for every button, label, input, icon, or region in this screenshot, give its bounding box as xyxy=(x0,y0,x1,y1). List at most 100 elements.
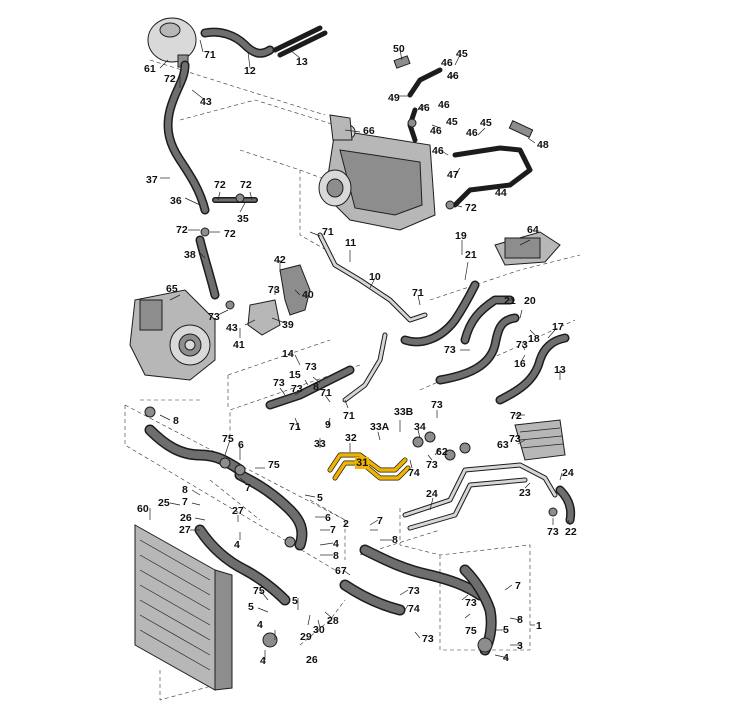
part-label-6: 6 xyxy=(238,439,244,451)
part-label-46: 46 xyxy=(447,70,459,82)
part-label-4: 4 xyxy=(503,652,509,664)
part-label-73: 73 xyxy=(422,633,434,645)
auxiliary-pump xyxy=(494,231,561,266)
part-label-61: 61 xyxy=(144,63,156,75)
part-label-75: 75 xyxy=(465,625,477,637)
part-label-41: 41 xyxy=(233,339,245,351)
leader-lines xyxy=(149,39,571,660)
part-label-7: 7 xyxy=(245,482,251,494)
part-label-33: 33 xyxy=(314,438,326,450)
part-label-73: 73 xyxy=(444,344,456,356)
part-label-42: 42 xyxy=(274,254,286,266)
part-label-4: 4 xyxy=(257,619,263,631)
part-label-38: 38 xyxy=(184,249,196,261)
part-label-75: 75 xyxy=(268,459,280,471)
part-label-4: 4 xyxy=(260,655,266,667)
part-label-74: 74 xyxy=(408,603,420,615)
radiator xyxy=(134,524,233,691)
part-label-64: 64 xyxy=(527,224,539,236)
part-label-72: 72 xyxy=(214,179,226,191)
part-label-74: 74 xyxy=(408,467,420,479)
part-label-15: 15 xyxy=(289,369,301,381)
highlight-marker xyxy=(355,457,370,469)
part-label-75: 75 xyxy=(253,585,265,597)
part-label-40: 40 xyxy=(302,289,314,301)
expansion-tank xyxy=(147,17,197,68)
part-label-33b: 33B xyxy=(394,406,414,418)
part-label-22: 22 xyxy=(565,526,577,538)
small-fittings xyxy=(144,118,558,653)
thermostat-housing xyxy=(247,264,311,336)
part-label-73: 73 xyxy=(509,433,521,445)
part-label-73: 73 xyxy=(426,459,438,471)
part-label-26: 26 xyxy=(306,654,318,666)
part-label-18: 18 xyxy=(528,333,540,345)
part-label-37: 37 xyxy=(146,174,158,186)
part-label-73: 73 xyxy=(516,339,528,351)
part-label-27: 27 xyxy=(179,524,191,536)
part-label-72: 72 xyxy=(164,73,176,85)
part-label-4: 4 xyxy=(333,538,339,550)
left-coolant-hoses xyxy=(163,60,258,300)
part-label-20: 20 xyxy=(524,295,536,307)
part-label-71: 71 xyxy=(289,421,301,433)
part-label-31: 31 xyxy=(356,457,368,469)
part-label-7: 7 xyxy=(515,580,521,592)
part-label-46: 46 xyxy=(430,125,442,137)
part-label-27: 27 xyxy=(232,505,244,517)
part-label-71: 71 xyxy=(343,410,355,422)
part-label-75: 75 xyxy=(222,433,234,445)
part-label-71: 71 xyxy=(320,387,332,399)
part-label-71: 71 xyxy=(322,226,334,238)
part-label-73: 73 xyxy=(465,597,477,609)
part-label-65: 65 xyxy=(166,283,178,295)
part-label-3: 3 xyxy=(517,640,523,652)
part-label-11: 11 xyxy=(345,237,356,249)
part-label-46: 46 xyxy=(441,57,453,69)
oil-cooler xyxy=(514,419,566,461)
upper-hose xyxy=(200,27,275,58)
part-label-35: 35 xyxy=(237,213,249,225)
part-label-72: 72 xyxy=(224,228,236,240)
part-label-46: 46 xyxy=(438,99,450,111)
part-label-21: 21 xyxy=(465,249,477,261)
part-label-62: 62 xyxy=(436,446,448,458)
part-label-73: 73 xyxy=(268,284,280,296)
part-label-73: 73 xyxy=(291,383,303,395)
part-label-28: 28 xyxy=(327,615,339,627)
part-label-13: 13 xyxy=(296,56,308,68)
coolant-pipe-long xyxy=(317,232,428,403)
part-label-44: 44 xyxy=(495,187,507,199)
part-label-33a: 33A xyxy=(370,421,390,433)
part-label-45: 45 xyxy=(446,116,458,128)
highlighted-pipe-31 xyxy=(327,452,411,481)
part-label-6: 6 xyxy=(325,512,331,524)
part-label-46: 46 xyxy=(432,145,444,157)
part-label-73: 73 xyxy=(273,377,285,389)
part-label-34: 34 xyxy=(414,421,426,433)
part-label-30: 30 xyxy=(313,624,325,636)
part-labels: 61 71 12 13 72 43 37 36 72 72 35 72 72 3… xyxy=(137,43,577,667)
part-label-7: 7 xyxy=(377,515,383,527)
part-label-63: 63 xyxy=(497,439,509,451)
part-label-46: 46 xyxy=(466,127,478,139)
part-label-43: 43 xyxy=(226,322,238,334)
part-label-23: 23 xyxy=(519,487,531,499)
part-label-36: 36 xyxy=(170,195,182,207)
turbocharger xyxy=(318,114,436,231)
part-label-26: 26 xyxy=(180,512,192,524)
part-label-72: 72 xyxy=(465,202,477,214)
part-label-17: 17 xyxy=(552,321,564,333)
part-label-8: 8 xyxy=(182,484,188,496)
part-label-8: 8 xyxy=(173,415,179,427)
part-label-14: 14 xyxy=(282,348,294,360)
part-label-24: 24 xyxy=(426,488,438,500)
part-label-67: 67 xyxy=(335,565,347,577)
part-label-19: 19 xyxy=(455,230,467,242)
part-label-39: 39 xyxy=(282,319,294,331)
part-label-13: 13 xyxy=(554,364,566,376)
part-label-66: 66 xyxy=(363,125,375,137)
part-label-25: 25 xyxy=(158,497,170,509)
part-label-1: 1 xyxy=(536,620,542,632)
